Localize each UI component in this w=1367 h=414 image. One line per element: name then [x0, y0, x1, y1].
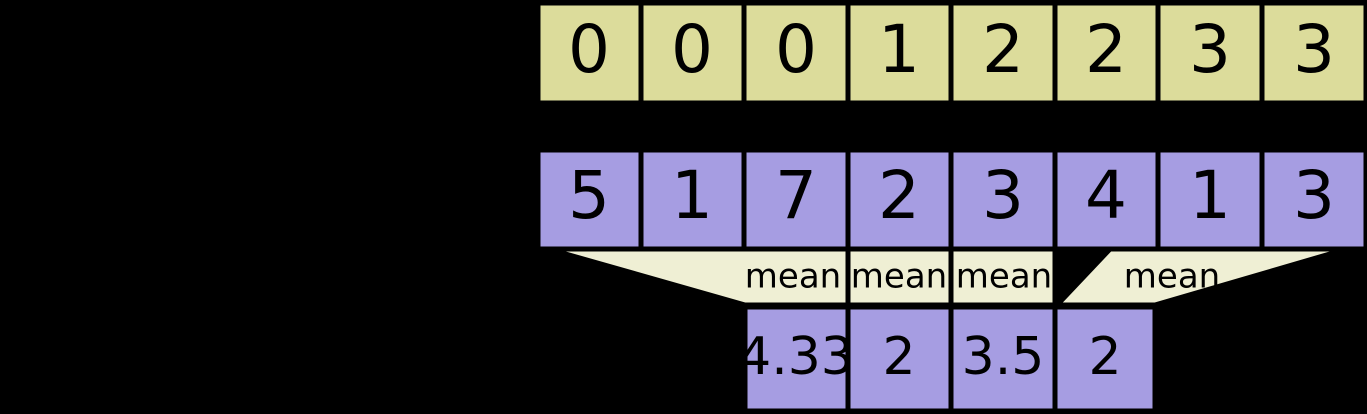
segment-id-cell — [1052, 0, 1161, 106]
segment-id-cell — [845, 0, 954, 106]
input-value-cell — [1155, 147, 1265, 252]
mean-labels-group: mean mean mean mean — [745, 257, 1220, 297]
segment-id-label: 0 — [671, 11, 713, 88]
input-value-cell — [1259, 147, 1367, 252]
output-value-cell — [845, 304, 954, 414]
output-value-label: 3.5 — [962, 327, 1045, 387]
input-value-label: 2 — [878, 157, 920, 234]
segment-id-label: 2 — [982, 11, 1024, 88]
input-value-label: 4 — [1085, 157, 1127, 234]
input-value-label: 1 — [671, 157, 713, 234]
mean-band-group — [547, 246, 1348, 308]
input-value-label: 5 — [568, 157, 610, 234]
input-value-label: 3 — [982, 157, 1024, 234]
segment-id-label: 3 — [1189, 11, 1231, 88]
output-value-label: 2 — [1088, 327, 1121, 387]
input-value-cell — [535, 147, 644, 252]
input-value-cell — [741, 147, 851, 252]
input-value-label: 3 — [1293, 157, 1335, 234]
segment-id-cell — [638, 0, 747, 106]
input-value-cell — [1052, 147, 1161, 252]
mean-operation-label: mean — [1124, 257, 1220, 297]
segment-id-label: 1 — [878, 11, 920, 88]
input-value-label: 1 — [1189, 157, 1231, 234]
output-value-label: 4.33 — [738, 327, 854, 387]
output-value-cell — [742, 304, 851, 414]
segment-id-cell — [741, 0, 851, 106]
output-value-cell — [948, 304, 1058, 414]
input-value-label: 7 — [775, 157, 817, 234]
mean-operation-label: mean — [851, 257, 947, 297]
segment-id-cell — [948, 0, 1058, 106]
segment-id-label: 2 — [1085, 11, 1127, 88]
segment-id-label: 0 — [775, 11, 817, 88]
input-values-row: 5 1 7 2 3 4 1 3 — [535, 147, 1367, 252]
input-value-cell — [638, 147, 747, 252]
segment-id-label: 3 — [1293, 11, 1335, 88]
output-value-label: 2 — [882, 327, 915, 387]
segment-id-cell — [1259, 0, 1367, 106]
segment-id-label: 0 — [568, 11, 610, 88]
output-value-cell — [1052, 304, 1158, 414]
segment-id-cell — [1155, 0, 1265, 106]
mean-operation-label: mean — [745, 257, 841, 297]
output-values-row: 4.33 2 3.5 2 — [738, 304, 1158, 414]
mean-operation-label: mean — [956, 257, 1052, 297]
segment-ids-row: 0 0 0 1 2 2 3 3 — [535, 0, 1367, 106]
